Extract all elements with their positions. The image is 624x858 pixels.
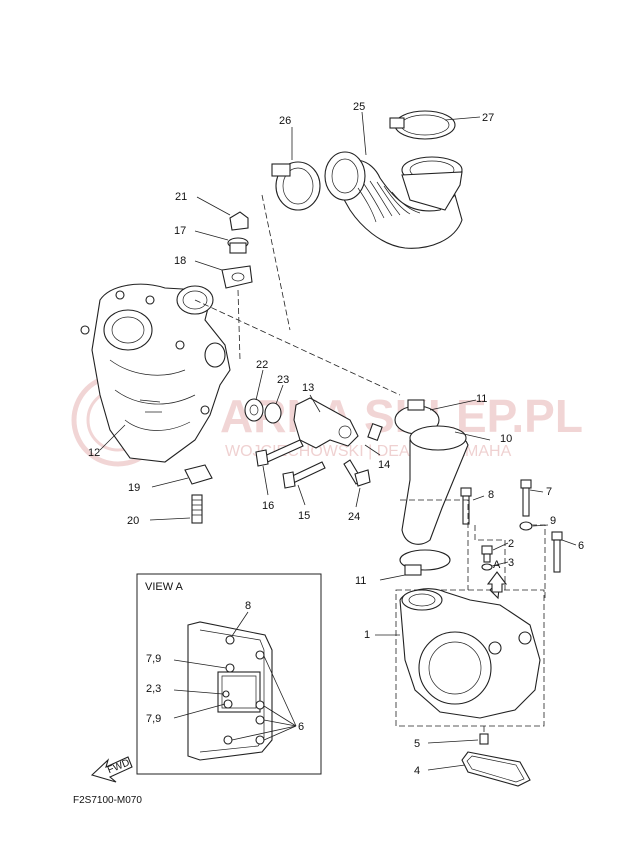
- callout-6: 6: [578, 540, 584, 552]
- small-parts-top: [221, 211, 253, 289]
- turbo-housing-part: [395, 578, 545, 727]
- hose-clamp-27: [389, 110, 456, 140]
- callout-7: 7: [546, 486, 552, 498]
- callout-5: 5: [414, 738, 420, 750]
- callout-8: 8: [488, 489, 494, 501]
- callout-22: 22: [256, 359, 268, 371]
- bolts-right: [460, 479, 563, 573]
- exhaust-manifold-part: [80, 283, 231, 463]
- callout-24: 24: [348, 511, 360, 523]
- view-a-callout-6: 6: [298, 721, 304, 733]
- leader-lines: [99, 111, 577, 771]
- callout-9: 9: [550, 515, 556, 527]
- callout-12: 12: [88, 447, 100, 459]
- callout-26: 26: [279, 115, 291, 127]
- hose-10-part: [394, 399, 469, 576]
- diagram-code: F2S7100-M070: [73, 795, 142, 806]
- arrow-a-label: A: [493, 559, 501, 571]
- callout-11a: 11: [476, 393, 487, 405]
- callout-14: 14: [378, 459, 390, 471]
- callout-2: 2: [508, 538, 514, 550]
- fwd-arrow-icon: FWD: [90, 756, 133, 783]
- lower-left-parts: [184, 464, 213, 524]
- callout-3: 3: [508, 557, 514, 569]
- callout-15: 15: [298, 510, 310, 522]
- callout-4: 4: [414, 765, 420, 777]
- callout-16: 16: [262, 500, 274, 512]
- view-a-title: VIEW A: [145, 581, 184, 593]
- callout-17: 17: [174, 225, 186, 237]
- view-a-inset: VIEW A 8 7,9 2,3 7,9 6: [136, 573, 322, 775]
- view-a-arrow: A: [486, 559, 508, 593]
- intake-hose-part: [324, 151, 463, 249]
- view-a-callout-7-9-bottom: 7,9: [146, 713, 161, 725]
- hose-clamp-26: [271, 161, 321, 211]
- callout-25: 25: [353, 101, 365, 113]
- callout-23: 23: [277, 374, 289, 386]
- gasket-parts: [461, 733, 531, 787]
- view-a-callout-7-9-top: 7,9: [146, 653, 161, 665]
- callout-10: 10: [500, 433, 512, 445]
- callout-13: 13: [302, 382, 314, 394]
- callout-19: 19: [128, 482, 140, 494]
- callout-20: 20: [127, 515, 139, 527]
- callout-27: 27: [482, 112, 494, 124]
- view-a-callout-2-3: 2,3: [146, 683, 161, 695]
- callout-18: 18: [174, 255, 186, 267]
- callout-11b: 11: [355, 575, 366, 587]
- view-a-callout-8: 8: [245, 600, 251, 612]
- callout-labels: 1 2 3 4 5 6 7 8 9 10 11 11 12 13 14 15 1…: [88, 101, 584, 777]
- callout-1: 1: [364, 629, 370, 641]
- middle-parts: [244, 397, 383, 489]
- callout-21: 21: [175, 191, 187, 203]
